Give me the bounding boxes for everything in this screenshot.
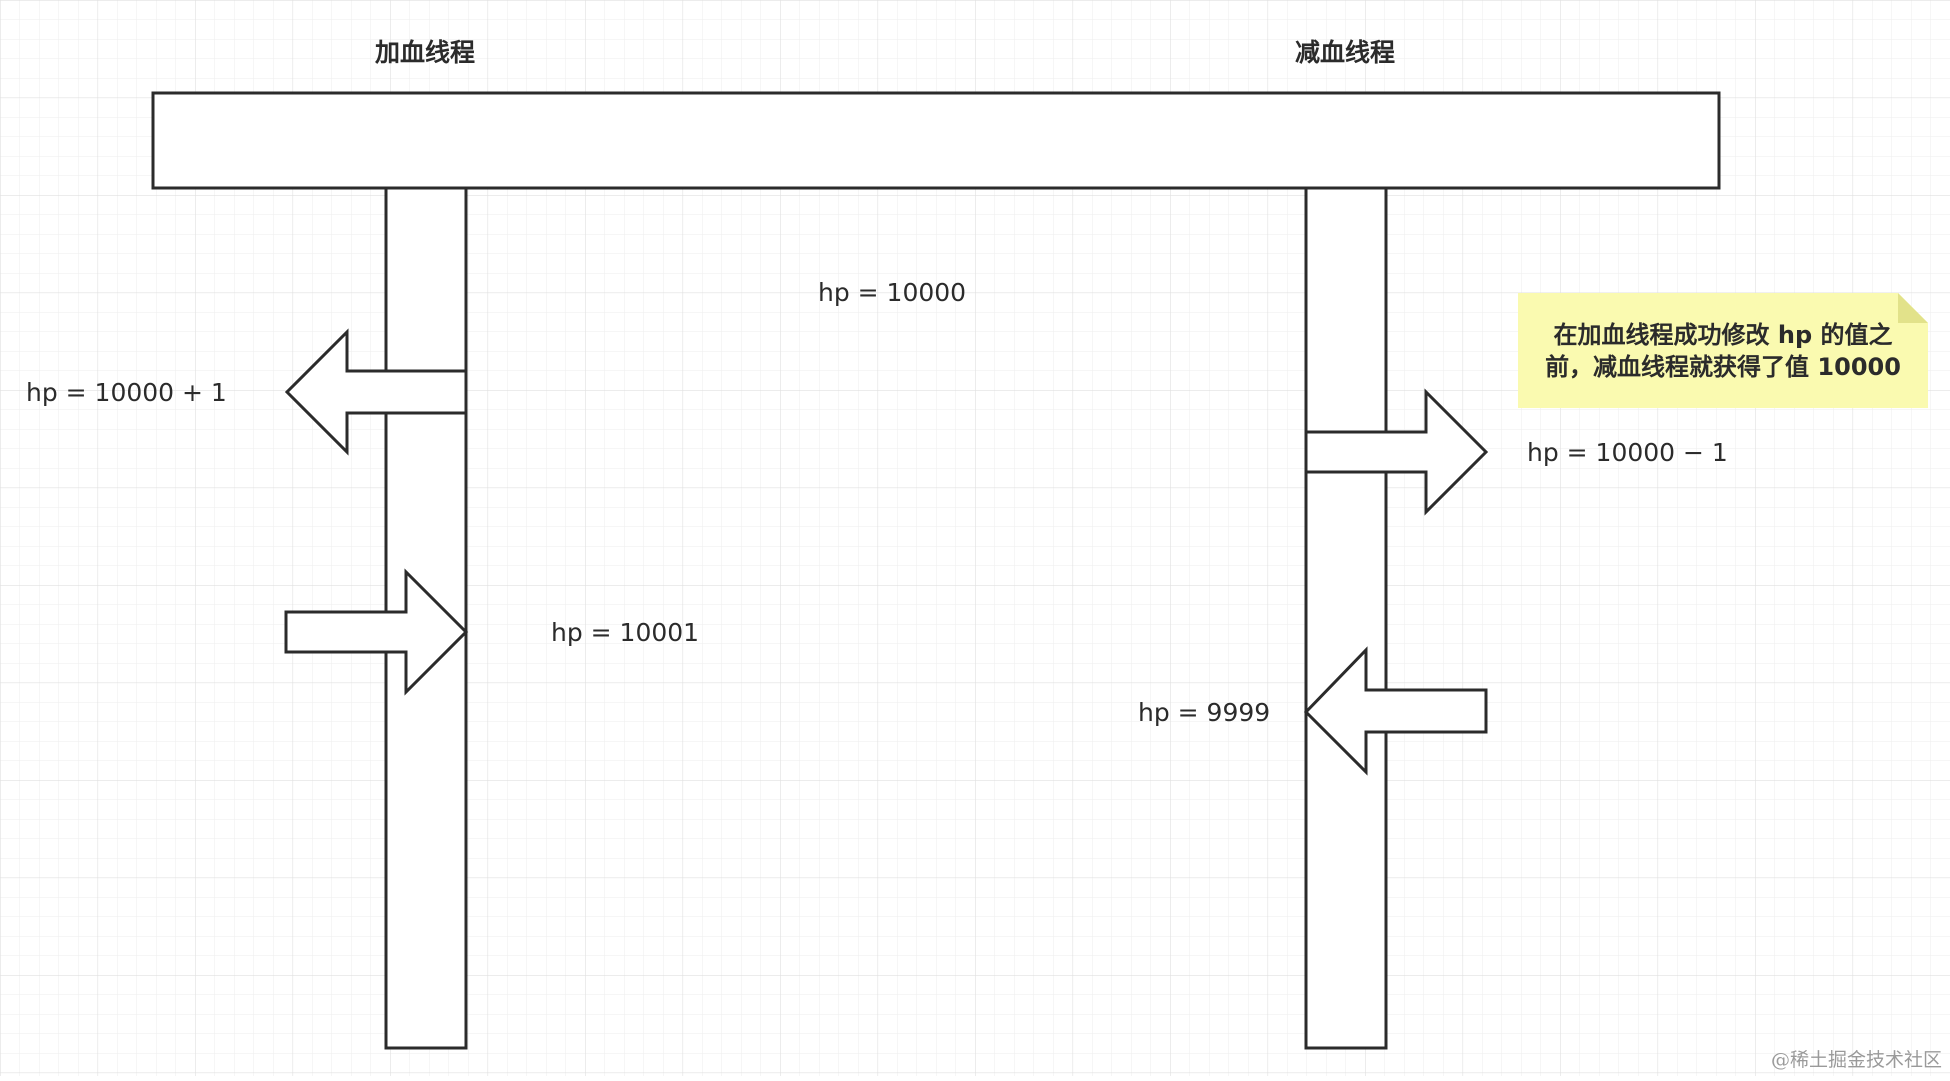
note-body [1518,293,1928,408]
sub-thread-title: 减血线程 [1295,38,1395,67]
add-thread-title: 加血线程 [374,38,475,67]
sub-thread-column [1304,186,1388,1050]
note-line-1: 在加血线程成功修改 hp 的值之 [1554,321,1893,349]
shared-value-label: hp = 10000 [818,278,966,307]
add-thread-write-label: hp = 10001 [551,618,699,647]
add-thread-read-arrow [284,328,468,456]
sub-thread-write-label: hp = 9999 [1138,698,1270,727]
note-line-2: 前，减血线程就获得了值 10000 [1545,353,1901,381]
sub-thread-write-arrow [1303,646,1488,776]
watermark: @稀土掘金技术社区 [1771,1049,1942,1071]
add-thread-write-arrow [284,568,469,696]
sticky-note: 在加血线程成功修改 hp 的值之 前，减血线程就获得了值 10000 [1518,293,1928,408]
shared-memory-bar [151,91,1721,190]
sub-thread-read-label: hp = 10000 − 1 [1527,438,1728,467]
add-thread-read-label: hp = 10000 + 1 [26,378,227,407]
note-fold [1898,293,1928,323]
sub-thread-read-arrow [1304,388,1489,516]
